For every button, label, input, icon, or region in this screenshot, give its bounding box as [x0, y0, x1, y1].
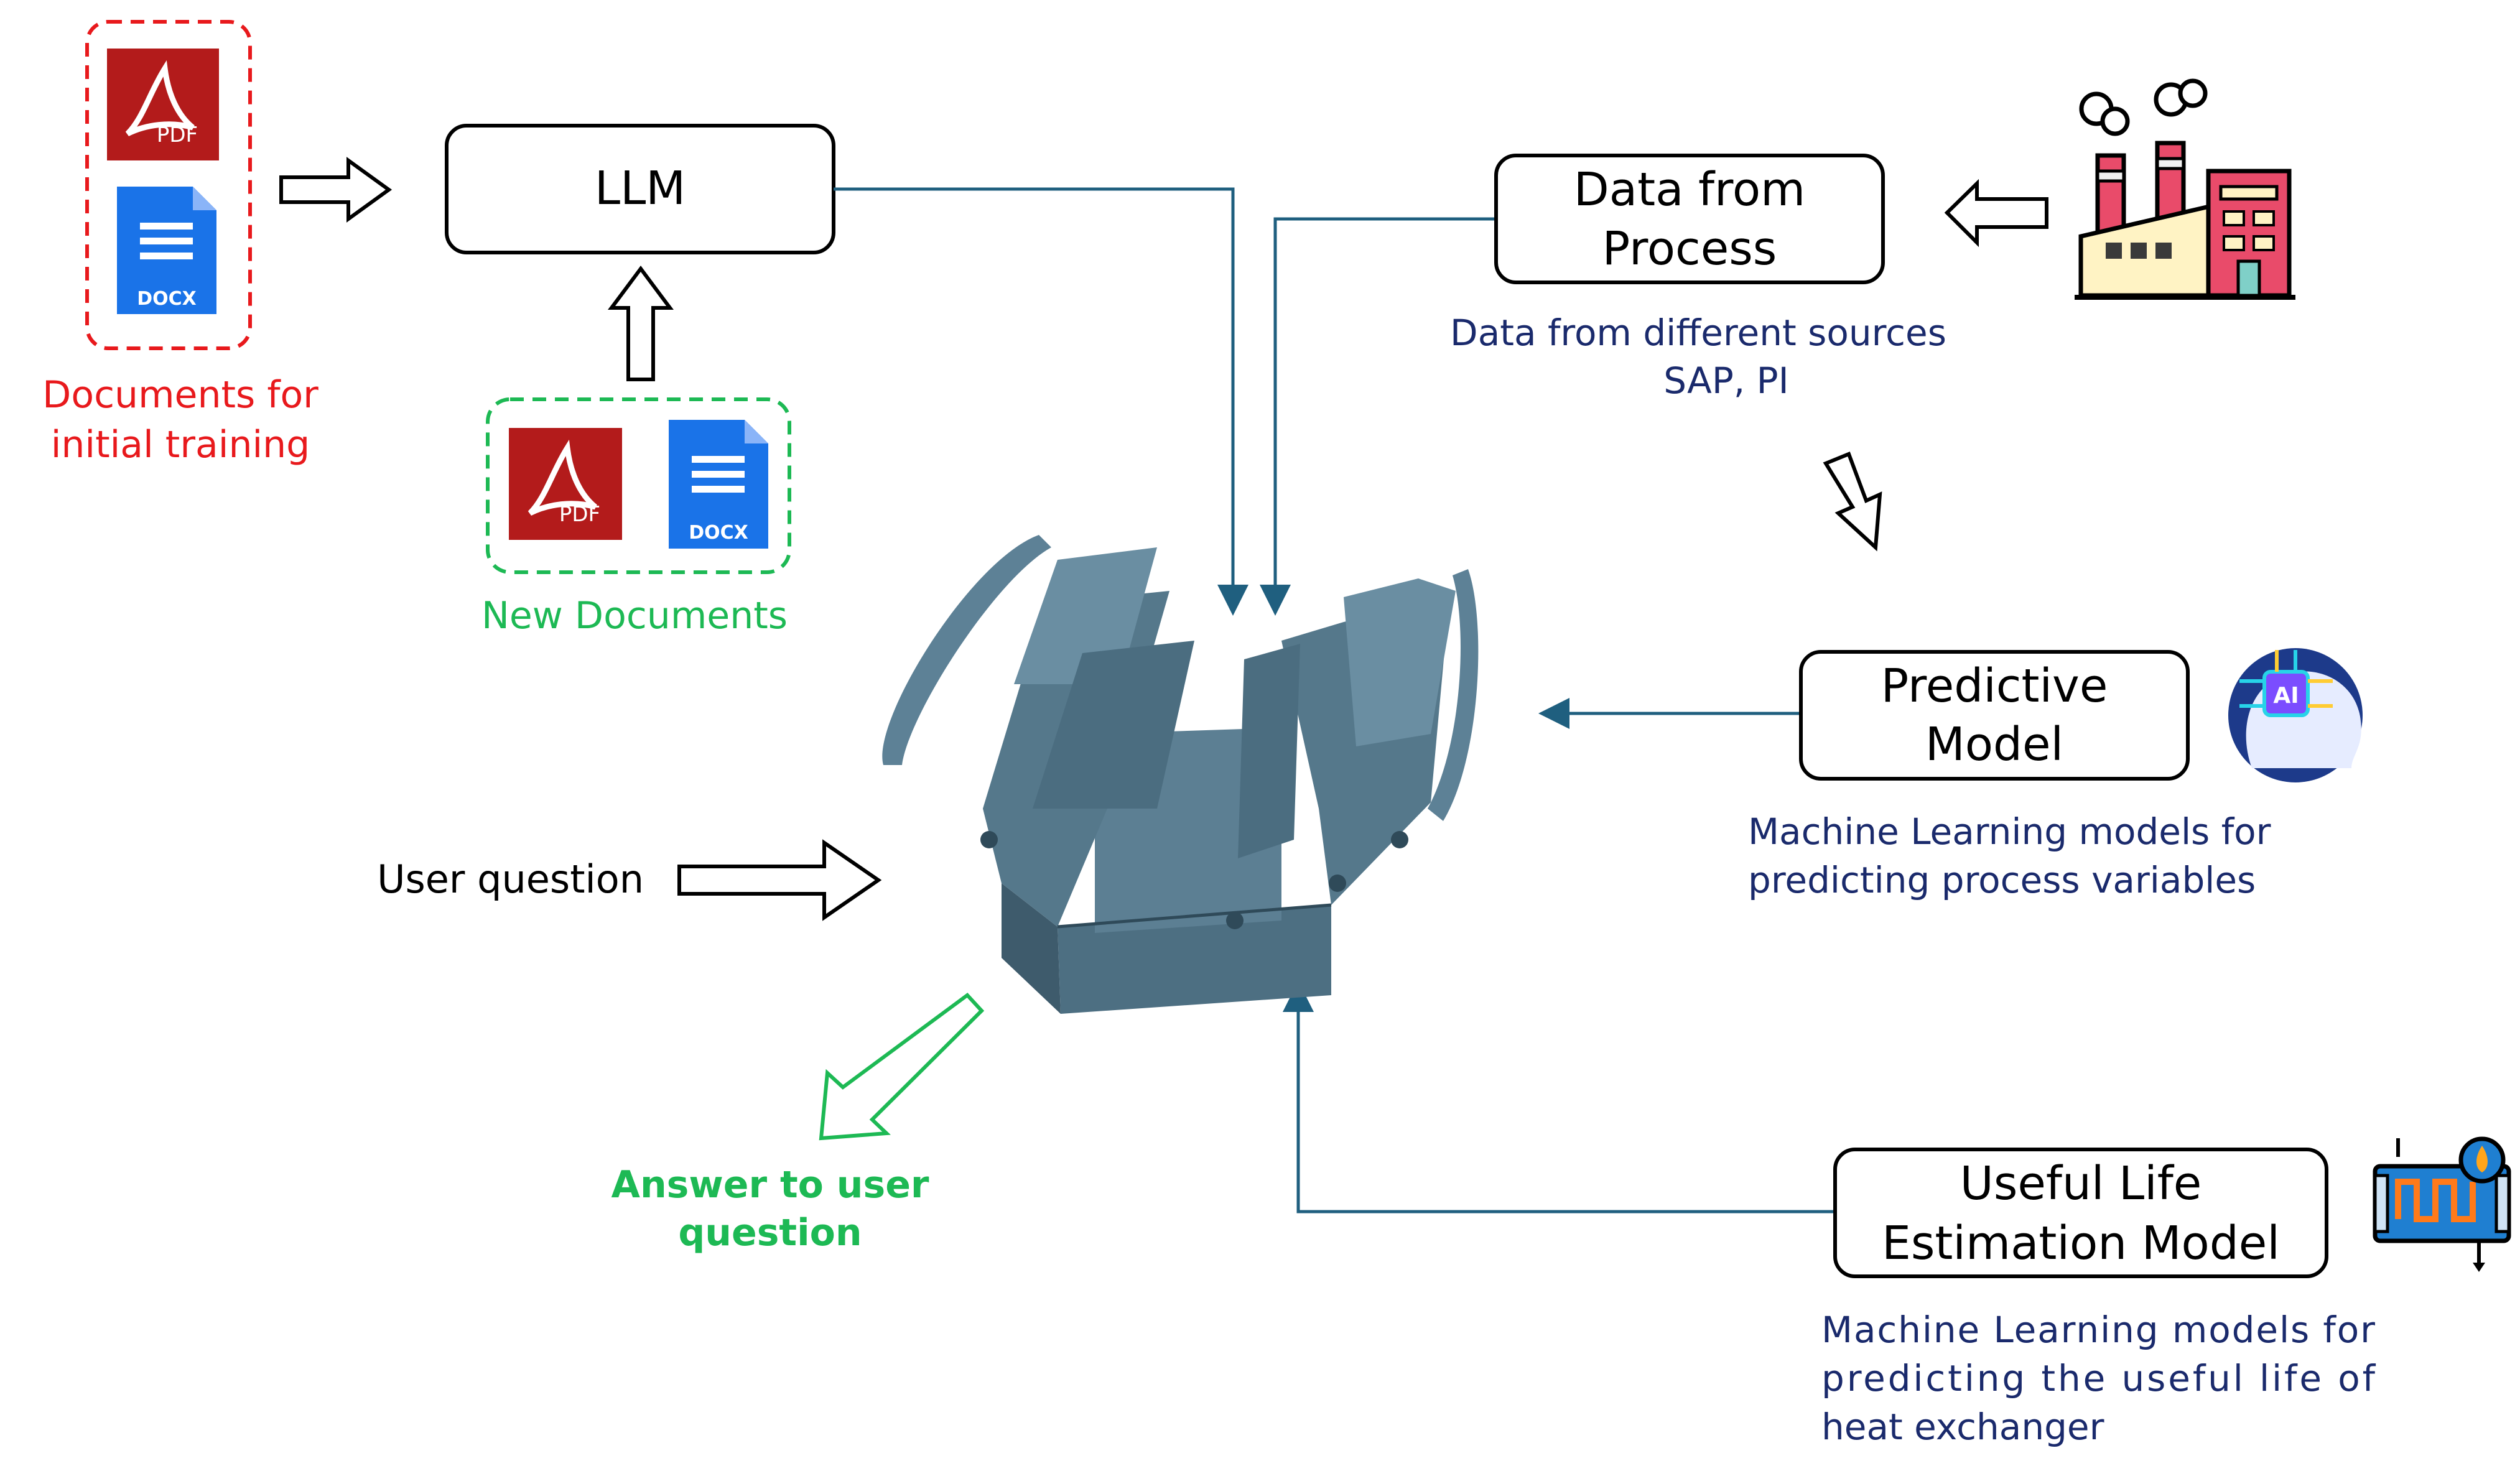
useful-life-desc-line1: Machine Learning models for [1821, 1309, 2375, 1351]
llm-label: LLM [595, 162, 686, 215]
pdf-icon-label: PDF [559, 502, 600, 527]
useful-life-desc-line2: predicting the useful life of [1821, 1357, 2376, 1399]
docx-icon-label: DOCX [137, 288, 197, 310]
llm-node: LLM [445, 124, 835, 254]
factory-icon [2075, 78, 2295, 300]
arrow-toolbox-to-answer [819, 992, 985, 1141]
initial-documents-group: PDF DOCX Documents for initial training [42, 20, 318, 466]
data-from-process-node: Data from Process [1494, 154, 1885, 284]
predictive-model-desc-line2: predicting process variables [1748, 859, 2256, 901]
predictive-model-line2: Model [1925, 718, 2063, 771]
answer-label-line1: Answer to user [611, 1163, 929, 1207]
docx-file-icon: DOCX [117, 187, 216, 314]
pdf-file-icon: PDF [509, 428, 622, 540]
new-documents-frame [486, 397, 791, 574]
connector-useful-life-to-toolbox [1283, 981, 1835, 1213]
predictive-model-desc-line1: Machine Learning models for [1748, 810, 2271, 853]
new-documents-group: PDF DOCX New Documents [481, 397, 791, 638]
useful-life-line1: Useful Life [1960, 1157, 2202, 1210]
ai-icon-label: AI [2273, 683, 2299, 708]
initial-documents-frame [85, 20, 252, 350]
data-from-process-line1: Data from [1574, 163, 1805, 216]
data-from-process-line2: Process [1602, 222, 1777, 276]
docx-file-icon: DOCX [669, 420, 768, 549]
data-from-process-desc-line1: Data from different sources [1450, 312, 1946, 354]
arrow-factory-to-process [1944, 179, 2048, 248]
useful-life-desc-line3: heat exchanger [1821, 1406, 2104, 1448]
predictive-model-line1: Predictive [1881, 659, 2108, 713]
heat-exchanger-icon [2373, 1136, 2511, 1272]
answer-label-line2: question [678, 1211, 862, 1255]
toolbox-image [882, 535, 1479, 1014]
new-documents-caption: New Documents [481, 594, 788, 638]
docx-icon-label: DOCX [689, 522, 748, 544]
pdf-file-icon: PDF [107, 49, 219, 160]
connector-llm-to-toolbox [834, 187, 1248, 616]
arrow-new-docs-to-llm [608, 265, 674, 381]
arrow-initial-docs-to-llm [279, 157, 393, 223]
initial-documents-caption-line1: Documents for [42, 373, 318, 417]
data-from-process-desc-line2: SAP, PI [1663, 360, 1789, 402]
initial-documents-caption-line2: initial training [51, 423, 310, 466]
predictive-model-node: Predictive Model [1799, 650, 2190, 781]
arrow-user-question-to-toolbox [677, 839, 882, 921]
connector-process-to-toolbox [1260, 217, 1496, 616]
useful-life-node: Useful Life Estimation Model [1833, 1148, 2328, 1278]
user-question-label: User question [377, 856, 644, 902]
useful-life-line2: Estimation Model [1882, 1217, 2280, 1270]
pdf-icon-label: PDF [157, 123, 198, 147]
arrow-process-to-predictive [1823, 452, 1882, 552]
ai-head-icon: AI [2228, 648, 2363, 782]
